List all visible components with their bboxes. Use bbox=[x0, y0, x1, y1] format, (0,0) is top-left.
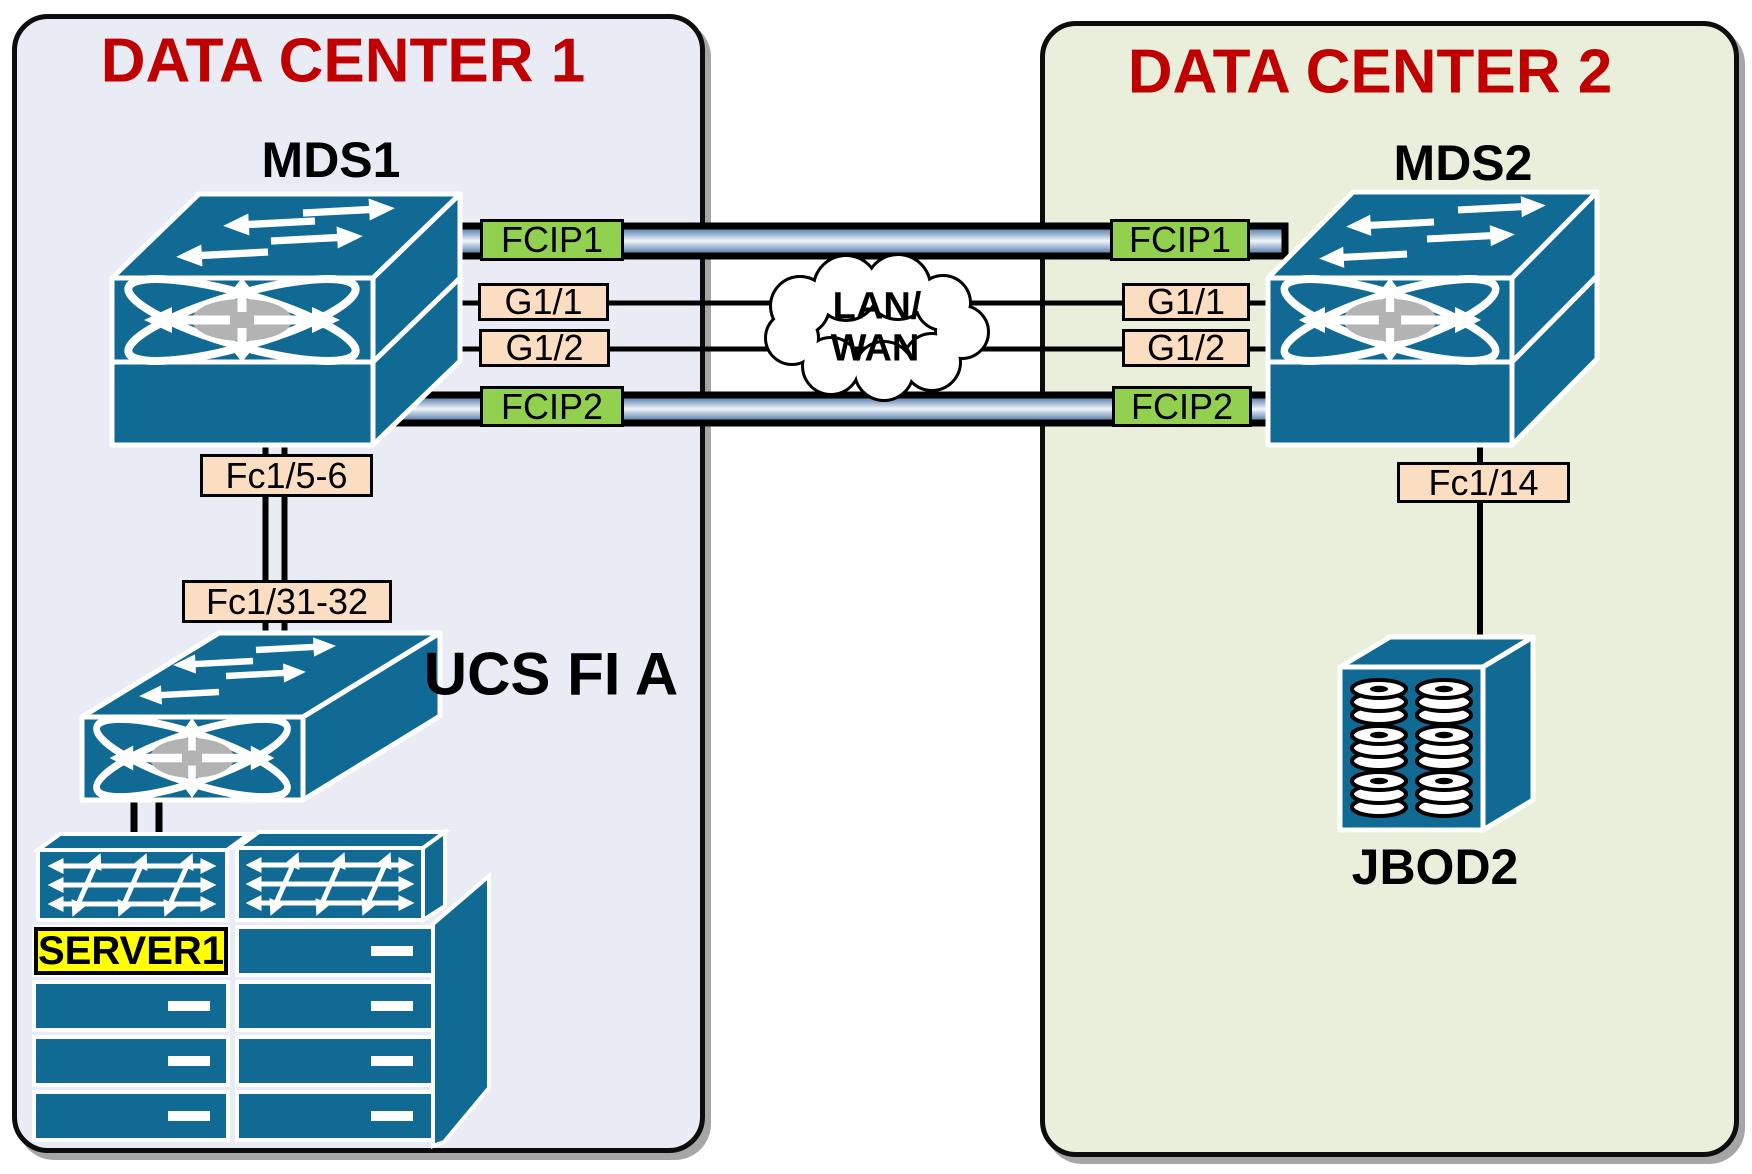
mds2-label: MDS2 bbox=[1393, 135, 1533, 191]
mds1-fcip2-port-label: FCIP2 bbox=[480, 386, 624, 427]
mds2-fcip2-port-label: FCIP2 bbox=[1112, 386, 1252, 427]
dc2-title: DATA CENTER 2 bbox=[1127, 37, 1613, 107]
mds2-g1-2-port-label: G1/2 bbox=[1122, 329, 1250, 367]
cloud-text-line1: LAN/ bbox=[832, 285, 922, 328]
mds1-label: MDS1 bbox=[261, 132, 401, 188]
mds1-fc-ports-label: Fc1/5-6 bbox=[200, 454, 373, 497]
mds2-fcip1-port-label: FCIP1 bbox=[1110, 219, 1250, 261]
data-center-2-panel bbox=[1040, 21, 1739, 1157]
dc1-title: DATA CENTER 1 bbox=[100, 26, 586, 96]
cloud-text-line2: WAN bbox=[830, 327, 920, 370]
ucs-fc-ports-label: Fc1/31-32 bbox=[182, 580, 392, 623]
mds1-g1-2-port-label: G1/2 bbox=[479, 329, 610, 367]
mds2-fc-port-label: Fc1/14 bbox=[1397, 462, 1570, 503]
server1-blade-label: SERVER1 bbox=[34, 927, 228, 975]
jbod2-label: JBOD2 bbox=[1351, 839, 1519, 895]
mds2-g1-1-port-label: G1/1 bbox=[1122, 283, 1250, 321]
ucs-fi-a-label: UCS FI A bbox=[423, 640, 679, 708]
mds1-fcip1-port-label: FCIP1 bbox=[480, 219, 624, 261]
mds1-g1-1-port-label: G1/1 bbox=[478, 283, 609, 321]
